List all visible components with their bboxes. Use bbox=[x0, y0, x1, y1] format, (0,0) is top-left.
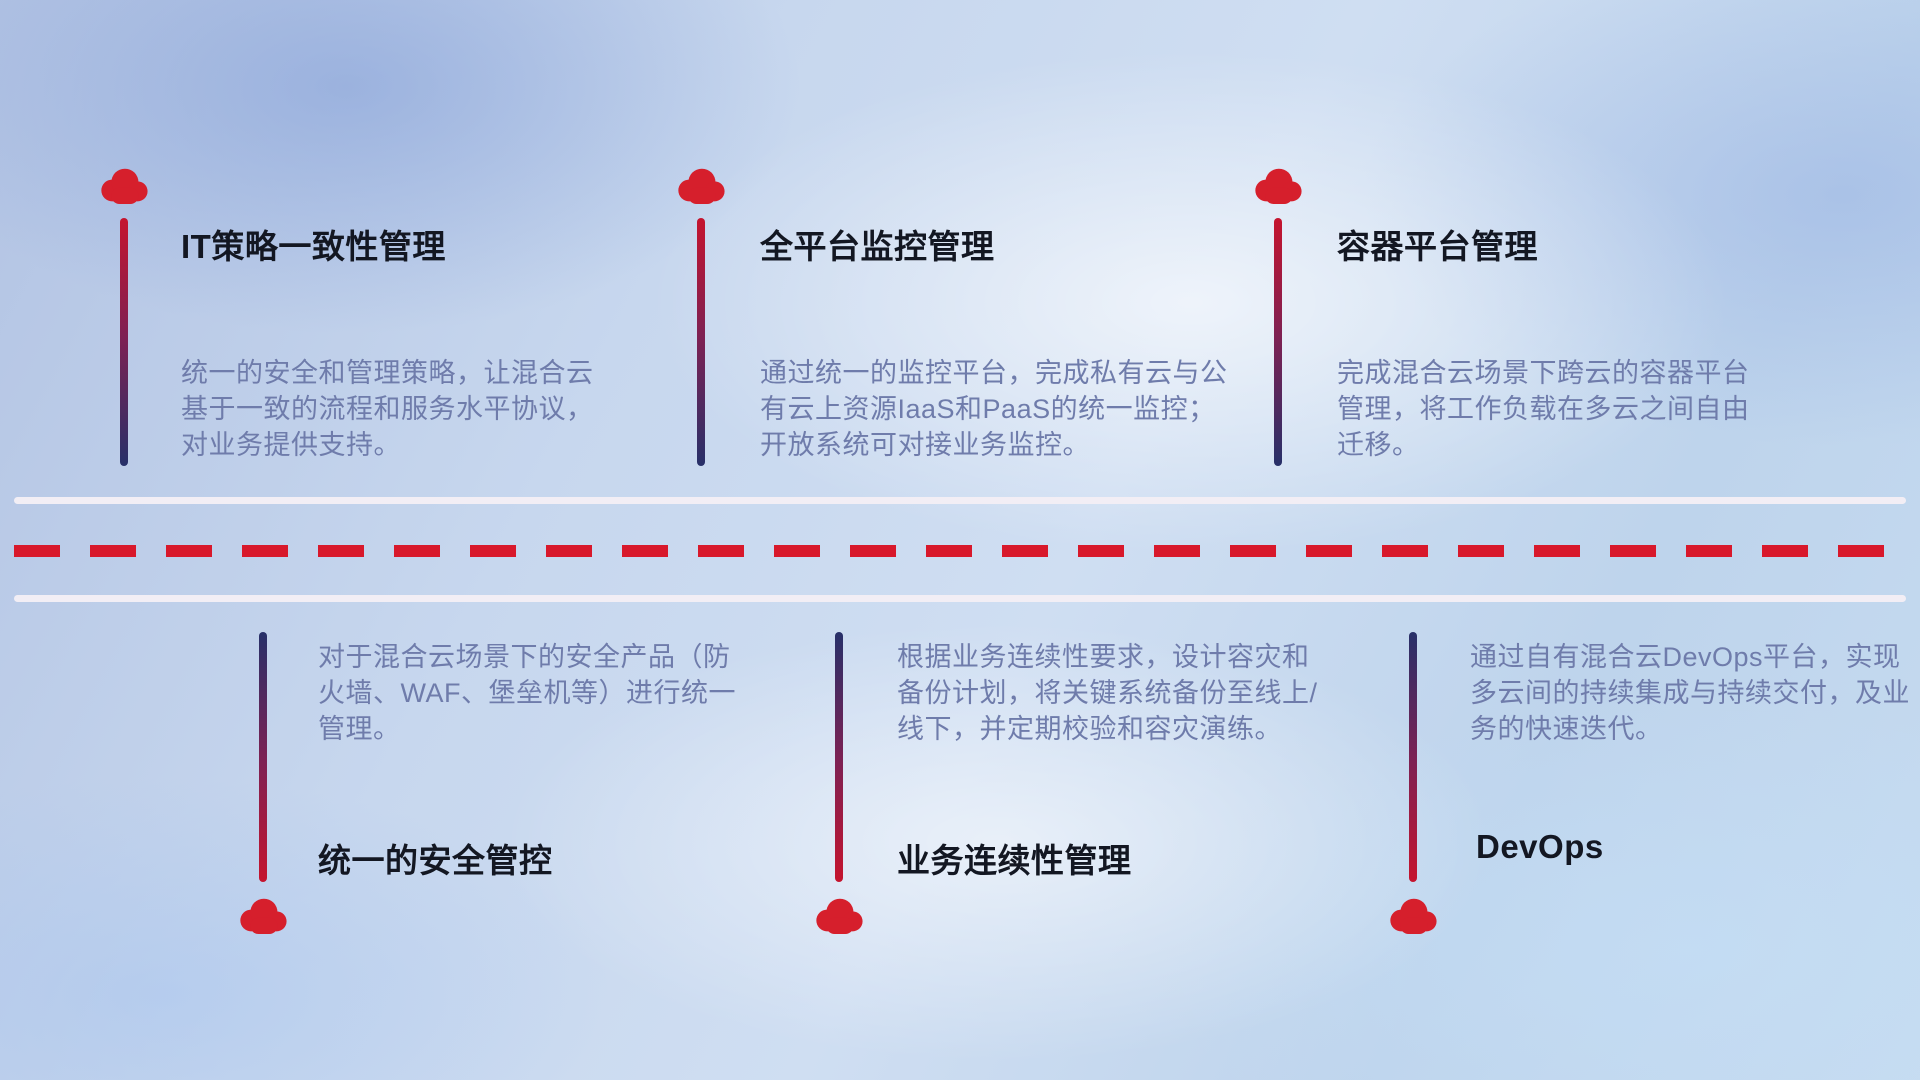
item-description: 根据业务连续性要求，设计容灾和备份计划，将关键系统备份至线上/线下，并定期校验和… bbox=[897, 642, 1318, 744]
timeline-connector bbox=[697, 218, 705, 466]
timeline-connector bbox=[835, 632, 843, 882]
road-top-line bbox=[14, 497, 1906, 504]
cloud-icon bbox=[234, 894, 292, 936]
item-title: DevOps bbox=[1476, 828, 1604, 865]
timeline-connector bbox=[1409, 632, 1417, 882]
road-bottom-line bbox=[14, 595, 1906, 602]
item-title: 业务连续性管理 bbox=[897, 842, 1132, 879]
cloud-icon bbox=[95, 164, 153, 206]
road-dashed-centerline bbox=[14, 545, 1906, 557]
cloud-icon bbox=[810, 894, 868, 936]
timeline-connector bbox=[259, 632, 267, 882]
item-description: 通过统一的监控平台，完成私有云与公有云上资源IaaS和PaaS的统一监控；开放系… bbox=[760, 358, 1228, 460]
item-title: IT策略一致性管理 bbox=[181, 228, 446, 265]
cloud-icon bbox=[1249, 164, 1307, 206]
cloud-icon bbox=[672, 164, 730, 206]
item-description: 统一的安全和管理策略，让混合云基于一致的流程和服务水平协议，对业务提供支持。 bbox=[181, 358, 594, 460]
item-description: 通过自有混合云DevOps平台，实现多云间的持续集成与持续交付，及业务的快速迭代… bbox=[1470, 642, 1910, 744]
cloud-icon bbox=[1384, 894, 1442, 936]
timeline-connector bbox=[1274, 218, 1282, 466]
item-title: 统一的安全管控 bbox=[318, 842, 553, 879]
item-title: 容器平台管理 bbox=[1337, 228, 1538, 265]
item-title: 全平台监控管理 bbox=[760, 228, 995, 265]
item-description: 完成混合云场景下跨云的容器平台管理，将工作负载在多云之间自由迁移。 bbox=[1337, 358, 1750, 460]
timeline-connector bbox=[120, 218, 128, 466]
item-description: 对于混合云场景下的安全产品（防火墙、WAF、堡垒机等）进行统一管理。 bbox=[318, 642, 736, 744]
